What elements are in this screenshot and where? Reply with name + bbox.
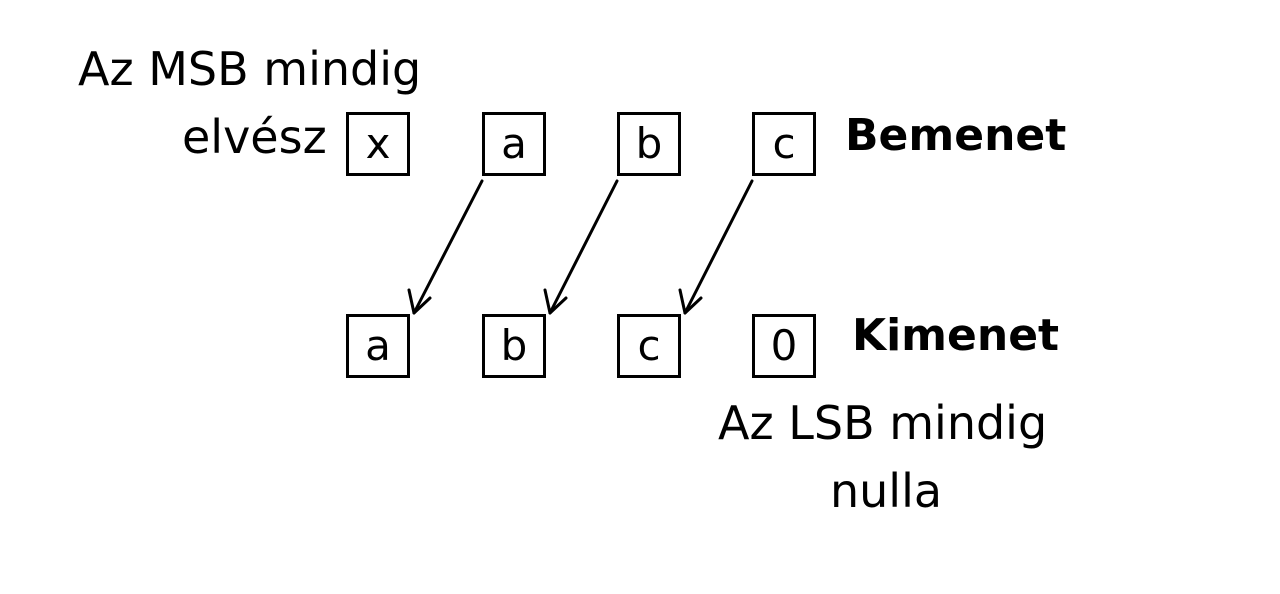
output-row-label: Kimenet: [852, 310, 1060, 361]
arrow-a: [407, 179, 484, 315]
lsb-note-line1: Az LSB mindig: [718, 396, 1048, 450]
input-row-label: Bemenet: [845, 110, 1067, 161]
output-bit-0: a: [346, 314, 410, 378]
output-bit-1: b: [482, 314, 546, 378]
output-bit-3: 0: [752, 314, 816, 378]
msb-note-line1: Az MSB mindig: [78, 42, 422, 96]
input-bit-2: b: [617, 112, 681, 176]
lsb-note-line2: nulla: [830, 464, 943, 518]
arrow-c: [678, 179, 754, 315]
msb-note-line2: elvész: [182, 110, 327, 164]
input-bit-0: x: [346, 112, 410, 176]
arrow-b: [543, 179, 619, 315]
output-bit-2: c: [617, 314, 681, 378]
input-bit-1: a: [482, 112, 546, 176]
input-bit-3: c: [752, 112, 816, 176]
